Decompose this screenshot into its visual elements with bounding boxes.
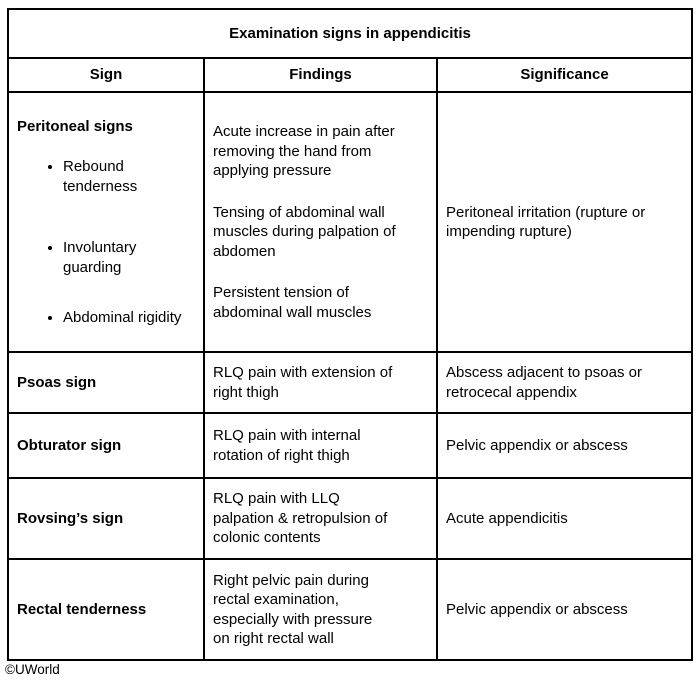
table-row-psoas-sign: Psoas sign RLQ pain with extension of ri… [7,351,694,414]
uworld-copyright: ©UWorld [5,662,60,677]
psoas-findings-cell: RLQ pain with extension of right thigh [203,351,438,414]
column-header-sign: Sign [7,57,205,93]
psoas-sign-cell: Psoas sign [7,351,205,414]
rectal-findings-cell: Right pelvic pain during rectal examinat… [203,558,438,661]
appendicitis-table-wrap: Examination signs in appendicitis Sign F… [6,8,694,661]
table-title: Examination signs in appendicitis [6,8,694,59]
obturator-findings-cell: RLQ pain with internal rotation of right… [203,412,438,479]
obturator-sign-cell: Obturator sign [7,412,205,479]
table-row-obturator-sign: Obturator sign RLQ pain with internal ro… [7,412,694,479]
rovsings-findings-cell: RLQ pain with LLQ palpation & retropulsi… [203,477,438,560]
bullet-rebound-tenderness: Rebound tenderness [63,157,195,196]
bullet-involuntary-guarding: Involuntary guarding [63,238,195,277]
column-header-findings: Findings [203,57,438,93]
column-header-significance: Significance [435,57,694,93]
finding-abdominal-rigidity: Persistent tension of abdominal wall mus… [213,284,372,321]
rectal-significance-cell: Pelvic appendix or abscess [435,558,694,661]
peritoneal-significance-cell: Peritoneal irritation (rupture or impend… [435,91,694,353]
peritoneal-signs-bullet-list: Rebound tenderness Involuntary guarding … [17,157,195,328]
rovsings-significance-cell: Acute appendicitis [435,477,694,560]
psoas-significance-cell: Abscess adjacent to psoas or retrocecal … [435,351,694,414]
column-header-row: Sign Findings Significance [7,57,694,93]
table-row-rovsings-sign: Rovsing’s sign RLQ pain with LLQ palpati… [7,477,694,560]
finding-involuntary-guarding: Tensing of abdominal wall muscles during… [213,203,396,260]
peritoneal-signs-heading: Peritoneal signs [17,117,133,135]
table-row-peritoneal-signs: Peritoneal signs Rebound tenderness Invo… [7,91,694,353]
peritoneal-findings-cell: Acute increase in pain after removing th… [203,91,438,353]
table-row-rectal-tenderness: Rectal tenderness Right pelvic pain duri… [7,558,694,661]
rovsings-sign-cell: Rovsing’s sign [7,477,205,560]
bullet-abdominal-rigidity: Abdominal rigidity [63,308,195,328]
peritoneal-sign-cell: Peritoneal signs Rebound tenderness Invo… [7,91,205,353]
appendicitis-signs-table: Examination signs in appendicitis Sign F… [6,8,694,661]
obturator-significance-cell: Pelvic appendix or abscess [435,412,694,479]
title-row: Examination signs in appendicitis [6,8,694,59]
rectal-sign-cell: Rectal tenderness [7,558,205,661]
finding-rebound-tenderness: Acute increase in pain after removing th… [213,123,395,179]
